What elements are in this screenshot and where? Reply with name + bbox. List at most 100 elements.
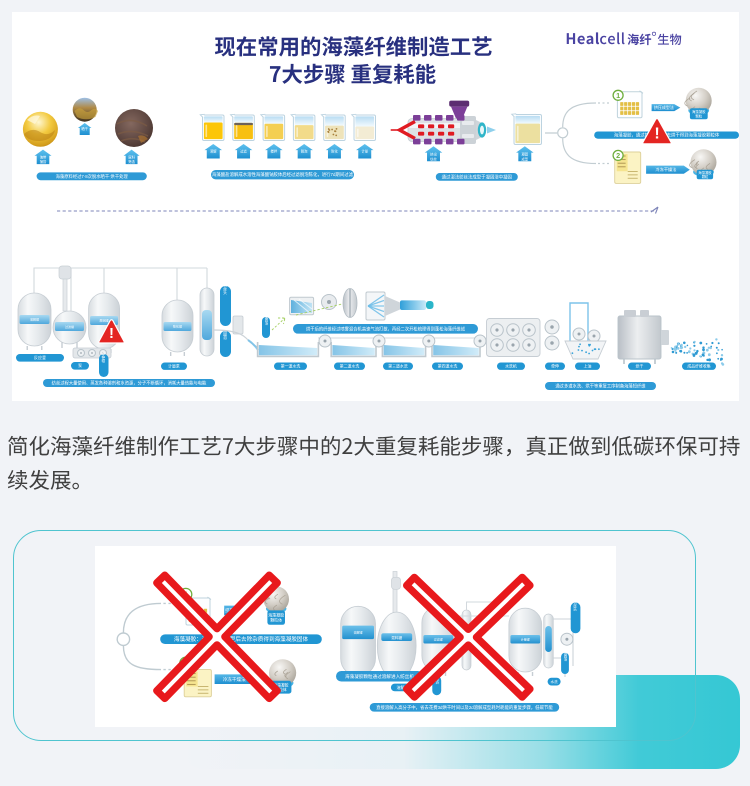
logo-latin-text <box>566 32 625 45</box>
description-line1-text <box>8 435 740 457</box>
svg-text:海藻凝胶: 海藻凝胶 <box>268 612 284 618</box>
svg-text:海藻凝胶颗粒通过溶解进入纺丝机: 海藻凝胶颗粒通过溶解进入纺丝机 <box>345 673 414 680</box>
svg-text:原料: 原料 <box>128 154 135 159</box>
pill-machinery-5: 牵伸 <box>545 362 565 370</box>
fiber-spray-dots <box>670 338 725 366</box>
svg-text:喷丝头: 喷丝头 <box>222 283 227 296</box>
svg-text:溶解泵: 溶解泵 <box>397 684 409 690</box>
vpill-coagulation: 凝固浴 <box>220 328 231 357</box>
registered-mark-icon <box>651 31 657 36</box>
svg-text:筛选: 筛选 <box>128 159 135 164</box>
card-tank-a: 溶解罐 <box>340 605 376 680</box>
svg-text:海藻酸盐溶解成水溶性海藻酸钠胶体后经过滤脱泡陈化，进行7d期: 海藻酸盐溶解成水溶性海藻酸钠胶体后经过滤脱泡陈化，进行7d期间过滤 <box>212 171 354 178</box>
beaker-gel-blocks <box>616 90 644 119</box>
svg-text:海藻原料经过7·8次脱水晒干·烘干处理: 海藻原料经过7·8次脱水晒干·烘干处理 <box>56 173 129 180</box>
house-dissolve-6: 计量 <box>356 144 374 159</box>
svg-text:第四道水洗: 第四道水洗 <box>438 364 458 369</box>
svg-text:脱泡: 脱泡 <box>301 149 308 154</box>
svg-text:计量罐: 计量罐 <box>521 636 530 641</box>
warning-triangle-gel: ! <box>642 117 672 145</box>
svg-text:泵: 泵 <box>78 363 82 368</box>
diagram-title <box>214 36 492 84</box>
house-dissolve-1: 溶解 <box>204 144 222 159</box>
simplified-process-diagram: 1 挤压成型法 海藻凝胶 颗粒体 海藻凝胶：通过脱水成型后去除杂质得到海藻凝胶固… <box>116 571 581 712</box>
red-cross-left <box>153 571 281 703</box>
pill-machinery-4: 水洗机 <box>497 362 525 370</box>
svg-text:凝固浴: 凝固浴 <box>563 650 567 662</box>
label-raw-materials: 海藻原料经过7·8次脱水晒干·烘干处理 <box>36 172 147 181</box>
tank-3: 脱泡罐 <box>88 292 120 353</box>
vpill-draw-roller: 牵伸辊 <box>99 351 109 377</box>
step-group-dissolving: 溶解 过滤 搅拌 脱泡 陈化 计量 海藻酸盐溶解成水溶性海藻酸钠胶体后经过滤脱泡… <box>199 113 376 180</box>
svg-text:海带: 海带 <box>40 154 47 159</box>
svg-text:混料罐: 混料罐 <box>391 635 402 640</box>
pill-step1-method: 挤压成型法 <box>651 104 681 112</box>
warning-triangle-machinery: ! <box>98 319 125 344</box>
card-label-bottom: 直接溶解入高分子中，省去花费3d烘干时间以及2d溶解成型耗时耗能的重复步骤，低碳… <box>369 703 560 712</box>
svg-text:!: ! <box>654 125 659 143</box>
label-dissolving: 海藻酸盐溶解成水溶性海藻酸钠胶体后经过滤脱泡陈化，进行7d期间过滤 <box>211 170 354 180</box>
svg-text:溶解罐: 溶解罐 <box>354 630 363 635</box>
card-label-left: 海藻凝胶颗粒通过溶解进入纺丝机 <box>336 671 423 682</box>
process-overview-panel: 海带捕捞 晒干 原料筛选 海藻原料经过7·8次脱水晒干·烘干处理 溶解 过滤 搅… <box>12 12 739 401</box>
svg-text:牵伸: 牵伸 <box>551 364 559 369</box>
svg-text:颗粒体: 颗粒体 <box>275 687 287 692</box>
svg-text:水洗: 水洗 <box>551 679 559 684</box>
extruder-hopper-icon <box>451 106 468 119</box>
title-line1-text <box>214 36 492 57</box>
svg-text:水洗机: 水洗机 <box>505 364 517 369</box>
simplified-process-image: 1 挤压成型法 海藻凝胶 颗粒体 海藻凝胶：通过脱水成型后去除杂质得到海藻凝胶固… <box>95 546 616 727</box>
brand-logo <box>566 31 682 46</box>
svg-text:颗粒: 颗粒 <box>695 113 702 118</box>
svg-text:凝固浴: 凝固浴 <box>222 328 227 341</box>
photo-seaweed-dried <box>115 109 153 147</box>
svg-text:直接溶解入高分子中，省去花费3d烘干时间以及2d溶解成型耗时: 直接溶解入高分子中，省去花费3d烘干时间以及2d溶解成型耗时耗能的重复步骤，低碳… <box>376 704 553 711</box>
house-step-2: 晒干 <box>77 123 92 135</box>
pill-reactor: 反应釜 <box>16 354 64 362</box>
svg-text:1: 1 <box>616 91 620 100</box>
svg-text:凝固: 凝固 <box>522 151 529 156</box>
vpill-bath: 凝固浴 <box>262 314 270 338</box>
card-doc-icon <box>183 669 212 698</box>
svg-text:过滤罐: 过滤罐 <box>434 636 443 641</box>
svg-text:烘干: 烘干 <box>636 364 644 369</box>
pill-pump: 泵 <box>71 362 89 370</box>
pill-machinery-8: 成品纤维收集 <box>682 362 716 370</box>
beaker-spinning <box>510 113 542 145</box>
beaker-4 <box>290 113 316 141</box>
pill-machinery-1: 第二道水洗 <box>334 362 365 370</box>
pill-machinery-7: 烘干 <box>628 362 651 370</box>
house-dissolve-2: 过滤 <box>234 144 253 159</box>
card-tank-d: 计量罐 <box>508 607 543 676</box>
label-machinery-right: 通过多道水洗、烘干等重复工序制备海藻短纤维 <box>545 382 656 390</box>
svg-text:反应釜: 反应釜 <box>34 354 46 360</box>
svg-text:第二道水洗: 第二道水洗 <box>340 364 360 369</box>
photo-seaweed-gold <box>22 111 58 147</box>
svg-text:第三道水洗: 第三道水洗 <box>388 364 408 369</box>
tank-1: 溶解罐 <box>17 292 52 350</box>
simplified-process-card: 1 挤压成型法 海藻凝胶 颗粒体 海藻凝胶：通过脱水成型后去除杂质得到海藻凝胶固… <box>13 530 696 741</box>
svg-text:晒干: 晒干 <box>81 126 88 131</box>
description-line2-text <box>7 469 79 490</box>
svg-text:挤压成型法: 挤压成型法 <box>654 104 674 110</box>
vpill-spinneret: 喷丝头 <box>220 283 231 326</box>
pill-machinery-3: 第四道水洗 <box>432 362 463 370</box>
svg-text:陈化: 陈化 <box>331 149 338 154</box>
svg-text:海藻凝胶: 海藻凝胶 <box>273 682 288 687</box>
label-spinning: 通过湿法纺丝法成型于凝固浴中凝固 <box>435 173 518 181</box>
svg-text:上油: 上油 <box>584 364 592 369</box>
svg-text:捕捞: 捕捞 <box>40 159 47 164</box>
svg-text:海藻凝胶：通过脱水成型后去除杂质得到海藻凝胶固体: 海藻凝胶：通过脱水成型后去除杂质得到海藻凝胶固体 <box>174 635 309 643</box>
tank-2: 过滤罐 <box>52 265 87 348</box>
beaker-2 <box>229 113 255 141</box>
card-equipment-right: 溶解罐 混料罐 过滤罐 计量罐 喷丝头 凝固浴 水洗 海藻凝胶颗粒通过溶解进入纺… <box>336 571 581 712</box>
svg-text:冷冻干燥法: 冷冻干燥法 <box>655 166 676 173</box>
label-machinery-mid: 烘干后的纤维经过喷雾混合机高速气流打散，再经二次开松梳理得到蓬松海藻纤维绒 <box>293 324 478 334</box>
pill-metering: 计量泵 <box>161 362 187 370</box>
svg-text:溶解: 溶解 <box>210 149 217 154</box>
svg-text:过滤罐: 过滤罐 <box>65 324 74 329</box>
